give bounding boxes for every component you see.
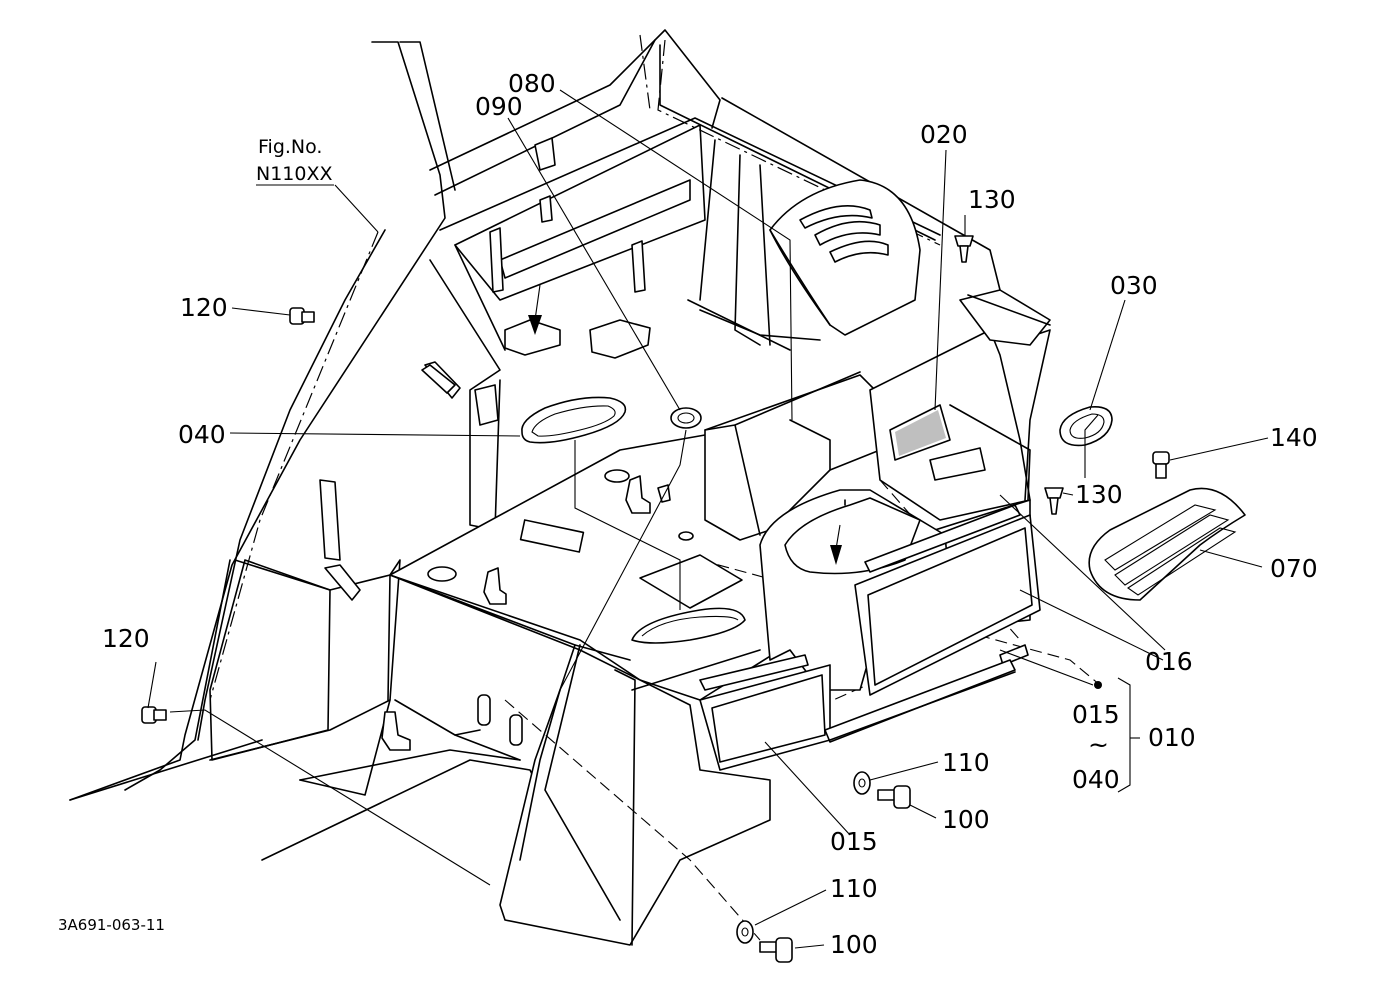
range-tilde: ~ <box>1088 730 1109 759</box>
callout-040: 040 <box>178 420 226 449</box>
screw-140 <box>1152 451 1170 479</box>
washer-110-lower <box>736 920 754 944</box>
bolt-120-upper <box>289 307 315 325</box>
callout-010: 010 <box>1148 723 1196 752</box>
callout-140: 140 <box>1270 423 1318 452</box>
callout-110-upper: 110 <box>942 748 990 777</box>
bolt-100-lower <box>759 937 793 963</box>
leader-lines <box>147 89 1269 949</box>
bolt-100-upper <box>877 785 911 809</box>
floor-panel <box>209 361 546 861</box>
part-030-grommet <box>1059 405 1113 447</box>
callout-015: 015 <box>830 827 878 856</box>
callout-020: 020 <box>920 120 968 149</box>
bolt-120-lower <box>141 706 167 724</box>
callout-100-lower: 100 <box>830 930 878 959</box>
figure-ref-label: Fig.No. <box>258 136 322 158</box>
callout-090: 090 <box>475 92 523 121</box>
callout-015-range-start: 015 <box>1072 700 1120 729</box>
clip-130-lower <box>1044 487 1064 515</box>
rear-brackets <box>421 137 651 426</box>
console-box <box>387 289 1101 946</box>
callout-030: 030 <box>1110 271 1158 300</box>
callout-labels: 080 090 020 130 030 120 040 140 130 070 … <box>58 69 1318 959</box>
callout-130-lower: 130 <box>1075 480 1123 509</box>
drawing-code: 3A691-063-11 <box>58 916 165 934</box>
callout-080: 080 <box>508 69 556 98</box>
figure-ref-number: N110XX <box>256 163 333 185</box>
part-040-grommet <box>521 396 627 444</box>
callout-120-upper: 120 <box>180 293 228 322</box>
callout-110-lower: 110 <box>830 874 878 903</box>
callout-040-range-end: 040 <box>1072 765 1120 794</box>
callout-100-upper: 100 <box>942 805 990 834</box>
callout-070: 070 <box>1270 554 1318 583</box>
part-070-step-pad <box>1088 487 1246 601</box>
callout-120-lower: 120 <box>102 624 150 653</box>
washer-110-upper <box>853 771 871 795</box>
part-080-seat-pad <box>769 179 921 336</box>
part-090-grommet <box>670 407 702 429</box>
callout-016: 016 <box>1145 647 1193 676</box>
clip-130-upper <box>954 235 974 263</box>
range-bracket <box>1117 677 1140 793</box>
callout-130-upper: 130 <box>968 185 1016 214</box>
